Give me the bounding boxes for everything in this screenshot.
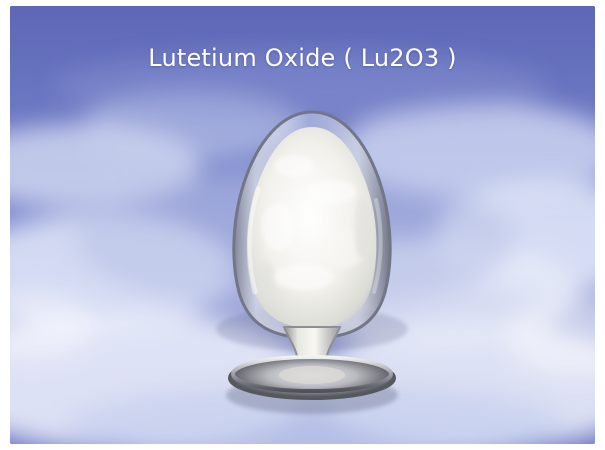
- glass-vial: [216, 110, 408, 414]
- glass-highlight-right: [372, 198, 383, 294]
- product-photo: Lutetium Oxide ( Lu2O3 ): [10, 6, 595, 444]
- photo-scene: [10, 6, 595, 444]
- metal-stand-center: [279, 366, 345, 384]
- metal-stand-rim: [231, 355, 393, 393]
- powder-texture: [255, 155, 370, 301]
- glass-highlight-left: [246, 186, 261, 295]
- image-caption: Lutetium Oxide ( Lu2O3 ): [148, 44, 457, 72]
